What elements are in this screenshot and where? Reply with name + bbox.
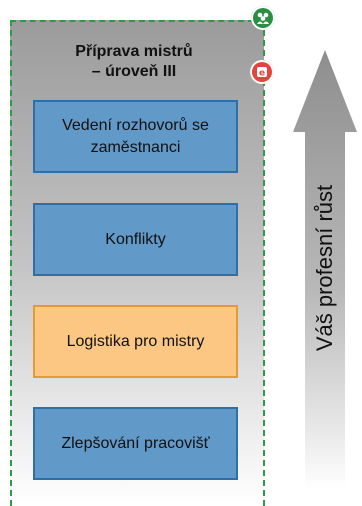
module-label: Zlepšování pracovišť: [61, 434, 210, 452]
panel-left-border: [10, 20, 12, 506]
svg-text:e: e: [259, 69, 265, 79]
growth-arrow-label: Váš profesní růst: [312, 184, 337, 352]
module-box-logistics: Logistika pro mistry: [33, 305, 238, 378]
module-box-interviews: Vedení rozhovorů se zaměstnanci: [33, 100, 238, 173]
module-label: Konflikty: [105, 230, 166, 248]
module-label: Logistika pro mistry: [66, 332, 205, 350]
panel-title: Příprava mistrů – úroveň III: [40, 42, 228, 82]
panel-title-line1: Příprava mistrů: [75, 43, 193, 60]
module-label: Vedení rozhovorů se zaměstnanci: [62, 116, 209, 156]
panel-top-border: [10, 20, 264, 22]
panel-right-border: [263, 20, 265, 506]
e-learning-icon: e: [250, 60, 274, 84]
people-group-icon: [251, 6, 275, 30]
panel-title-line2: – úroveň III: [91, 63, 177, 80]
growth-arrow: [293, 50, 357, 490]
module-box-conflicts: Konflikty: [33, 203, 238, 276]
module-box-workplace: Zlepšování pracovišť: [33, 407, 238, 480]
